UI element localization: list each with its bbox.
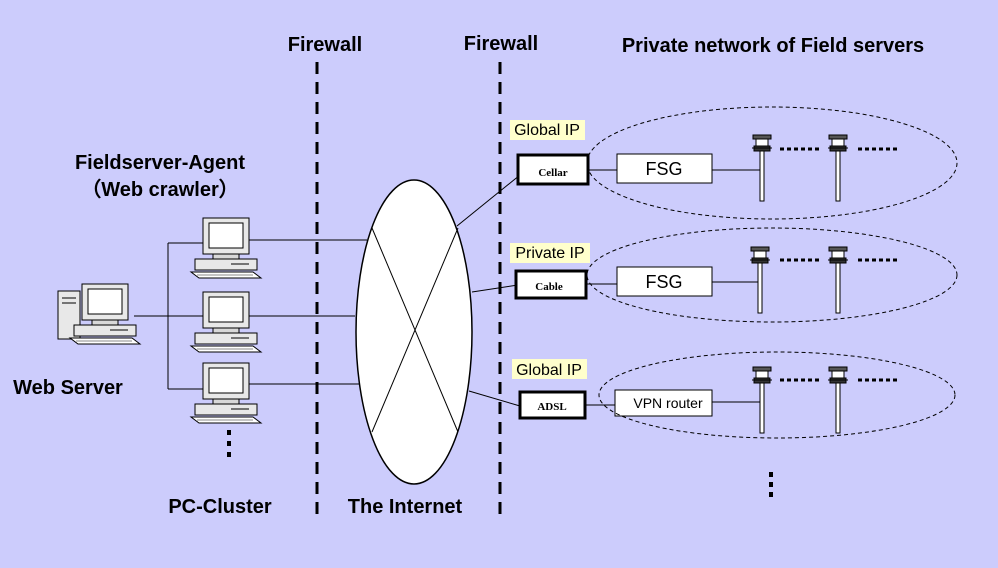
ip-type-label: Global IP — [516, 362, 582, 379]
ip-label-bg — [510, 243, 590, 263]
agent-label: Fieldserver-Agent — [75, 152, 245, 174]
vpn-router-box — [614, 389, 713, 417]
internet-label: The Internet — [348, 496, 463, 518]
cluster-pc-icon — [190, 217, 262, 279]
field-server-pole-icon — [749, 246, 771, 314]
ip-label-bg — [510, 120, 585, 140]
network-row-3: Global IP ADSL VPN router — [512, 351, 956, 439]
gateway-label: FSG — [645, 159, 682, 179]
vertical-ellipsis-icon — [769, 472, 773, 497]
ip-label-bg — [512, 359, 587, 379]
agent-sublabel: （Web crawler） — [81, 178, 238, 201]
gateway-label: VPN router — [633, 395, 703, 411]
cellar-device-box — [516, 153, 590, 186]
field-server-pole-icon — [751, 134, 773, 202]
vertical-ellipsis-icon — [227, 430, 231, 457]
cluster-pc-icon — [190, 362, 262, 424]
private-network-ellipse — [586, 106, 958, 220]
device-label: ADSL — [537, 401, 566, 413]
firewall-right-title: Firewall — [464, 33, 538, 55]
field-server-pole-icon — [827, 134, 849, 202]
cluster-links — [134, 239, 367, 390]
web-server-label: Web Server — [13, 377, 123, 399]
field-server-pole-icon — [751, 366, 773, 434]
device-label: Cable — [535, 281, 563, 293]
pc-cluster-label: PC-Cluster — [168, 496, 272, 518]
ip-type-label: Global IP — [514, 122, 580, 139]
ip-type-label: Private IP — [515, 245, 584, 262]
field-server-pole-icon — [827, 246, 849, 314]
internet-links — [456, 174, 521, 407]
web-server-icon — [57, 283, 141, 345]
internet-cloud — [355, 179, 473, 485]
cluster-pc-icon — [190, 291, 262, 353]
gateway-label: FSG — [645, 272, 682, 292]
fsg-box — [616, 153, 713, 184]
private-network-title: Private network of Field servers — [622, 35, 924, 57]
firewall-left-title: Firewall — [288, 34, 362, 56]
network-row-1: Global IP Cellar FSG — [510, 106, 958, 220]
field-server-pole-icon — [827, 366, 849, 434]
network-row-2: Private IP Cable FSG — [510, 227, 958, 323]
private-network-ellipse — [586, 227, 958, 323]
device-label: Cellar — [538, 167, 567, 179]
private-network-ellipse — [598, 351, 956, 439]
